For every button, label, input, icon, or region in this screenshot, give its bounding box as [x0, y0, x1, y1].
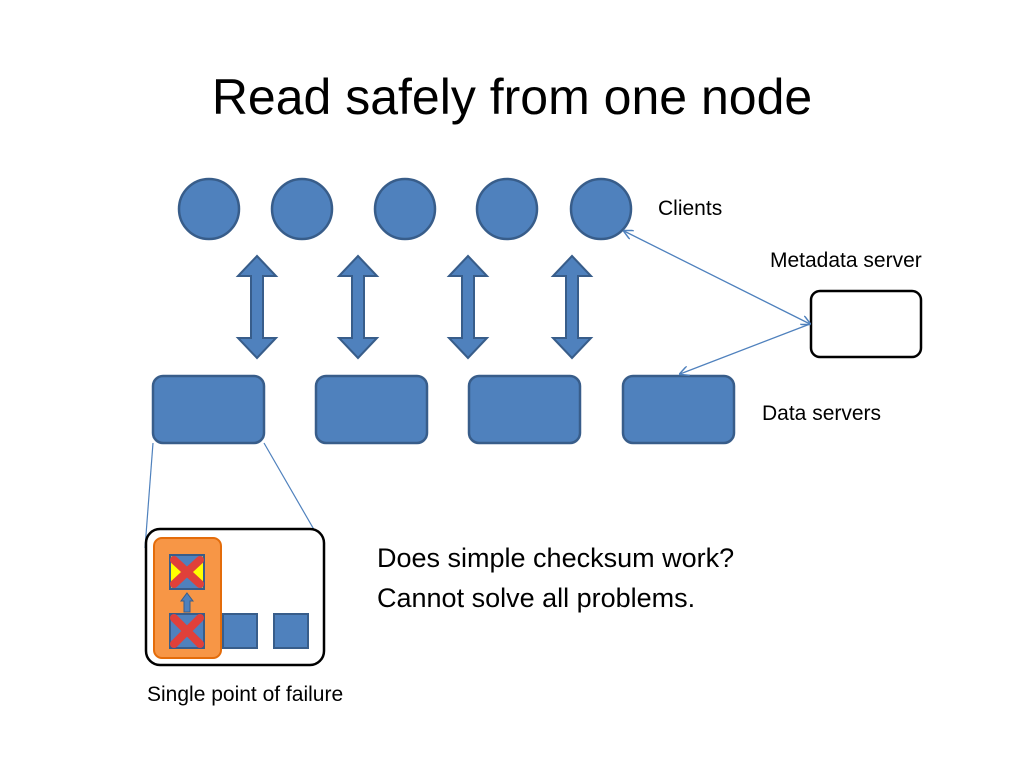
question-line-1: Does simple checksum work?	[377, 543, 735, 573]
failure-x-icon	[170, 556, 204, 588]
double-arrow-1	[235, 254, 279, 360]
storage-block-2	[222, 613, 258, 649]
replication-arrow	[180, 592, 194, 613]
client-node-4	[475, 177, 539, 241]
zoom-line-left	[144, 442, 154, 549]
failure-x-icon	[170, 614, 204, 648]
metadata-to-client-connector	[624, 231, 810, 324]
double-arrow-4	[550, 254, 594, 360]
question-line-2: Cannot solve all problems.	[377, 583, 696, 613]
client-node-1	[177, 177, 241, 241]
double-arrow-2	[336, 254, 380, 360]
data-server-3	[467, 374, 582, 445]
data-servers-label: Data servers	[762, 402, 882, 425]
metadata-server-node	[809, 289, 923, 359]
metadata-to-data-server-connector	[680, 323, 811, 374]
storage-block-3	[273, 613, 309, 649]
metadata-server-label: Metadata server	[770, 249, 922, 272]
data-server-1	[151, 374, 266, 445]
data-server-4	[621, 374, 736, 445]
single-point-of-failure-label: Single point of failure	[147, 683, 344, 706]
client-node-2	[270, 177, 334, 241]
question-text: Does simple checksum work? Cannot solve …	[377, 538, 734, 618]
clients-label: Clients	[658, 197, 723, 220]
client-node-5	[569, 177, 633, 241]
slide-title: Read safely from one node	[211, 69, 813, 125]
data-server-2	[314, 374, 429, 445]
double-arrow-3	[446, 254, 490, 360]
zoom-line-right	[263, 442, 321, 541]
client-node-3	[373, 177, 437, 241]
